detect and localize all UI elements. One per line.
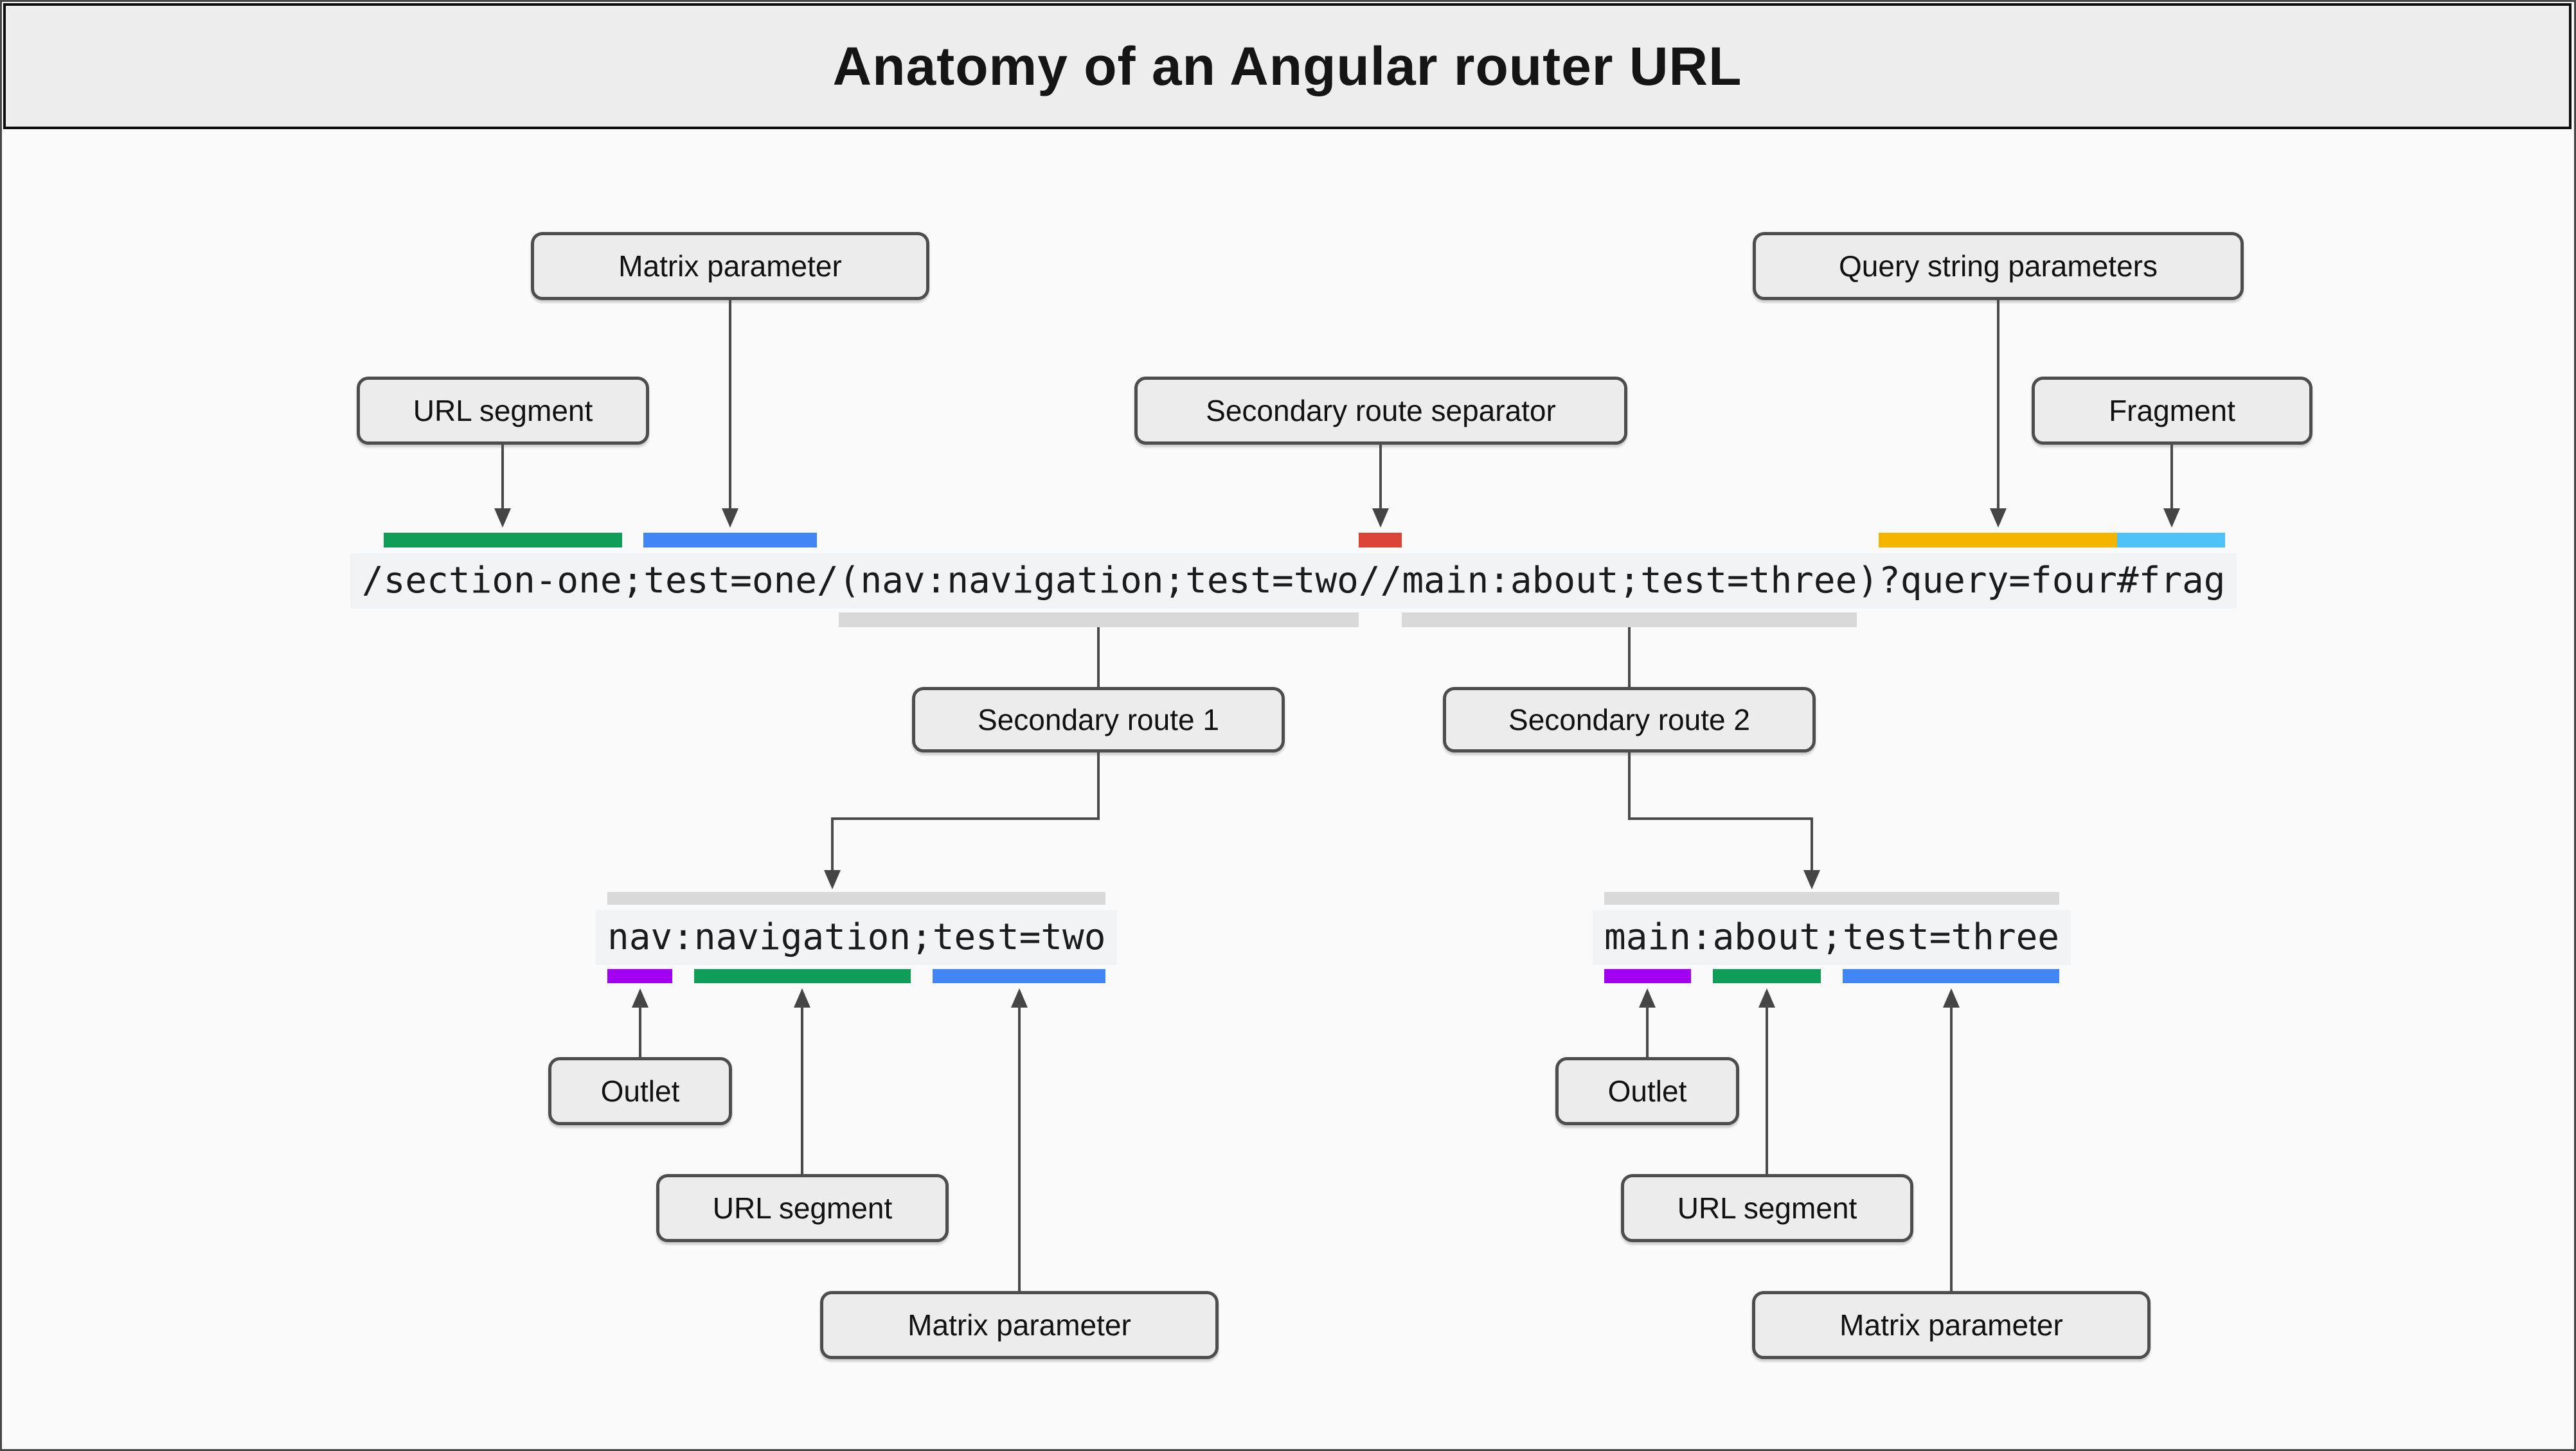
elbow-route-2-across: [1628, 817, 1813, 820]
label-matrix-parameter-right: Matrix parameter: [1752, 1291, 2151, 1359]
route-2-matrix-bar: [1842, 969, 2059, 983]
router-url-text: /section-one;test=one/(nav:navigation;te…: [350, 553, 2237, 609]
arrow-matrix-parameter-head: [722, 508, 738, 528]
fragment-bar-cyan: [2116, 533, 2226, 547]
label-url-segment-top: URL segment: [357, 377, 649, 445]
arrow-separator-head: [1372, 508, 1389, 528]
route-1-gray-bar: [607, 892, 1106, 905]
label-secondary-route-2: Secondary route 2: [1443, 687, 1816, 752]
url-block: /section-one;test=one/(nav:navigation;te…: [350, 529, 2253, 635]
route-1-outlet-bar: [607, 969, 673, 983]
route-separator-bar-red: [1358, 533, 1402, 547]
route-2-block: main:about;test=three: [1593, 892, 2107, 995]
elbow-route-1-head: [824, 870, 841, 889]
arrow-fragment-line: [2170, 445, 2173, 511]
route-2-text: main:about;test=three: [1593, 910, 2071, 965]
label-matrix-parameter-top: Matrix parameter: [531, 232, 929, 300]
secondary-route-2-underline: [1402, 612, 1857, 627]
label-matrix-parameter-left: Matrix parameter: [820, 1291, 1219, 1359]
label-fragment: Fragment: [2032, 377, 2312, 445]
up-arrow-outlet-left-line: [639, 1004, 641, 1057]
up-arrow-matrix-right-line: [1950, 1004, 1953, 1291]
route-1-segment-bar: [693, 969, 911, 983]
label-secondary-route-separator: Secondary route separator: [1134, 377, 1627, 445]
up-arrow-matrix-left-line: [1018, 1004, 1021, 1291]
arrow-url-segment-line: [501, 445, 504, 511]
label-outlet-right: Outlet: [1555, 1057, 1739, 1125]
route-2-gray-bar: [1604, 892, 2059, 905]
elbow-route-1-across: [831, 817, 1100, 820]
arrow-query-head: [1990, 508, 2007, 528]
label-query-string-parameters: Query string parameters: [1753, 232, 2244, 300]
route-1-text: nav:navigation;test=two: [596, 910, 1118, 965]
arrow-query-line: [1997, 300, 1999, 511]
secondary-route-1-underline: [838, 612, 1359, 627]
arrow-url-segment-head: [494, 508, 511, 528]
elbow-route-1-down: [1097, 752, 1100, 820]
route-2-outlet-bar: [1604, 969, 1691, 983]
route-2-segment-bar: [1712, 969, 1821, 983]
elbow-route-2-head: [1803, 870, 1820, 889]
title-bar: Anatomy of an Angular router URL: [3, 3, 2572, 129]
label-outlet-left: Outlet: [548, 1057, 732, 1125]
arrow-fragment-head: [2163, 508, 2180, 528]
matrix-parameter-bar-blue: [643, 533, 817, 547]
up-arrow-url-segment-left-line: [801, 1004, 803, 1174]
up-arrow-url-segment-right-line: [1766, 1004, 1768, 1174]
connector-secondary-route-2: [1628, 627, 1631, 688]
url-segment-bar-green: [383, 533, 622, 547]
connector-secondary-route-1: [1097, 627, 1100, 688]
page-title: Anatomy of an Angular router URL: [832, 35, 1742, 96]
route-1-matrix-bar: [932, 969, 1106, 983]
arrow-separator-line: [1379, 445, 1382, 511]
route-1-block: nav:navigation;test=two: [596, 892, 1142, 995]
arrow-matrix-parameter-line: [729, 300, 731, 511]
query-params-bar-yellow: [1879, 533, 2117, 547]
up-arrow-outlet-right-line: [1646, 1004, 1649, 1057]
elbow-route-2-drop: [1811, 817, 1813, 873]
label-url-segment-left: URL segment: [656, 1174, 949, 1242]
label-secondary-route-1: Secondary route 1: [912, 687, 1285, 752]
label-url-segment-right: URL segment: [1621, 1174, 1913, 1242]
elbow-route-1-drop: [831, 817, 834, 873]
elbow-route-2-down: [1628, 752, 1631, 820]
